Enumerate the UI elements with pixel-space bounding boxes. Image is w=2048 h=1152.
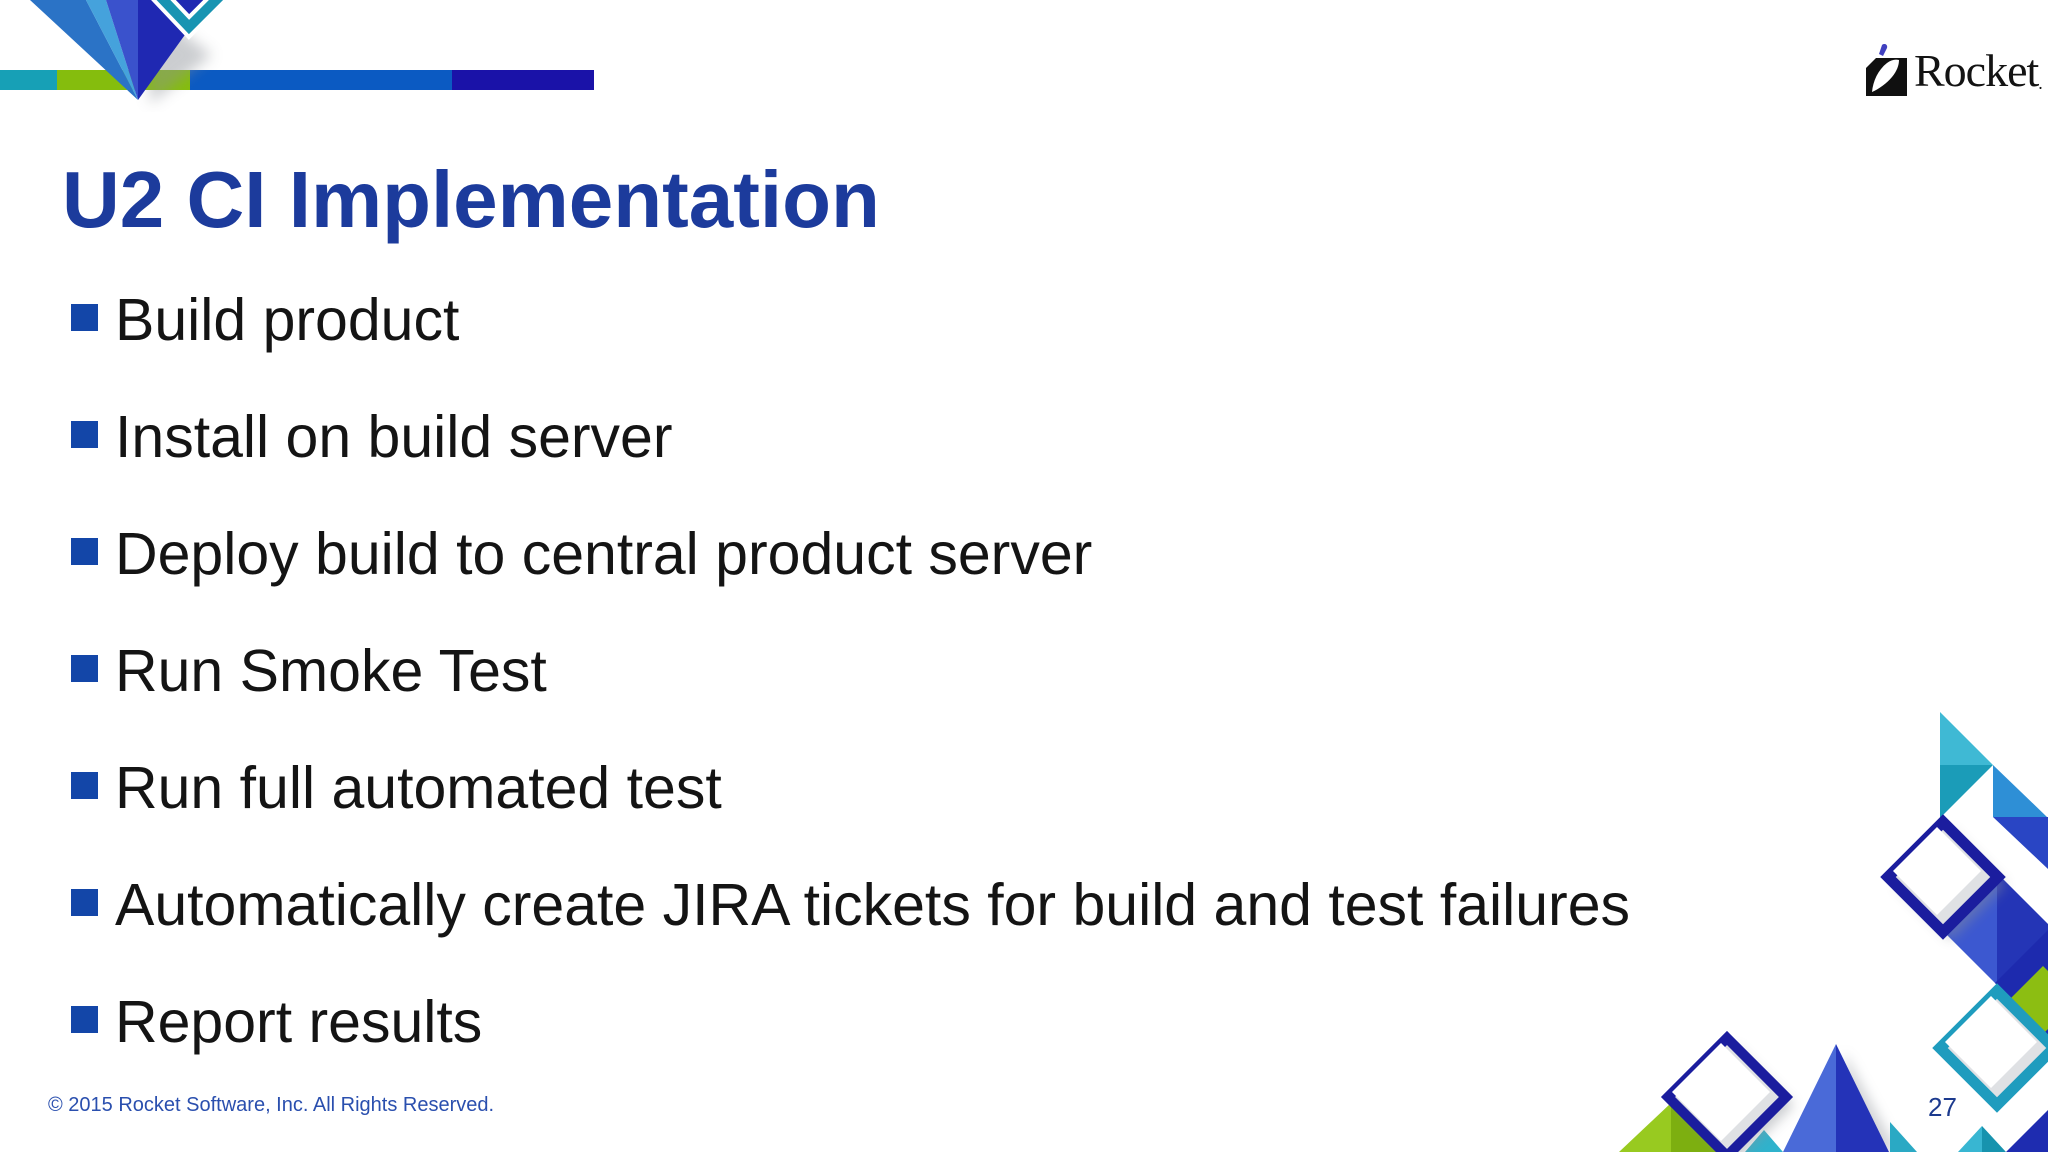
bullet-square-icon [71,304,98,331]
bullet-square-icon [71,772,98,799]
corner-decoration-top-left-icon [0,0,594,104]
copyright-footer: © 2015 Rocket Software, Inc. All Rights … [48,1094,495,1116]
rocket-logo-text: Rocket [1914,45,2039,96]
bullet-item: Deploy build to central product server [71,495,2028,612]
bullet-square-icon [71,889,98,916]
rocket-logo-trademark-dot: . [2038,73,2043,93]
bullet-square-icon [71,421,98,448]
bullet-item: Run Smoke Test [71,612,2028,729]
bullet-text: Build product [115,286,460,353]
bullet-square-icon [71,655,98,682]
corner-decoration-bottom-right-icon [1619,712,2048,1152]
bullet-item: Build product [71,261,2028,378]
page-number: 27 [1928,1092,1957,1122]
slide-title: U2 CI Implementation [62,154,880,244]
bullet-item: Report results [71,963,2028,1080]
bullet-text: Deploy build to central product server [115,520,1093,587]
bullet-list: Build product Install on build server De… [71,261,2028,1080]
bullet-text: Run Smoke Test [115,637,547,704]
bullet-text: Run full automated test [115,754,722,821]
bullet-text: Report results [115,988,483,1055]
rocket-logo-icon [1866,44,1907,96]
rocket-logo: Rocket . [1866,44,2043,96]
bullet-text: Install on build server [115,403,673,470]
bullet-text: Automatically create JIRA tickets for bu… [115,871,1631,938]
bullet-square-icon [71,538,98,565]
bullet-item: Automatically create JIRA tickets for bu… [71,846,2028,963]
bullet-item: Install on build server [71,378,2028,495]
bullet-square-icon [71,1006,98,1033]
bullet-item: Run full automated test [71,729,2028,846]
